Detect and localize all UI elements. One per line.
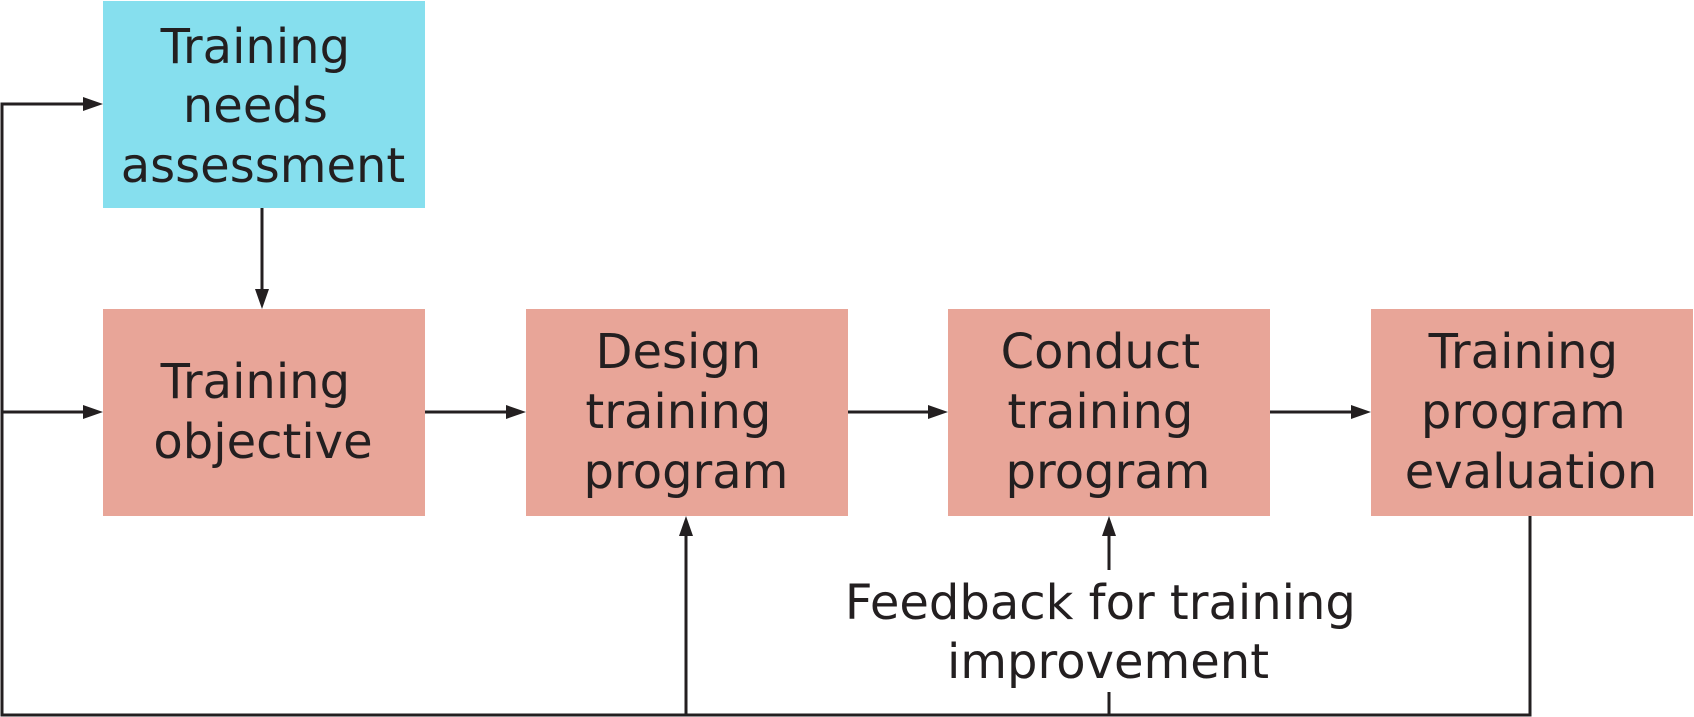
node-design-training-program: Design training program (526, 309, 848, 516)
feedback-label: Feedback for training improvement (845, 575, 1371, 690)
node-training-program-evaluation: Training program evaluation (1371, 309, 1693, 516)
node-training-objective: Training objective (103, 309, 425, 516)
arrow-head-feedback-to-design (679, 516, 693, 536)
arrow-head-conduct-to-evaluation (1351, 405, 1371, 419)
design-line-2: training (585, 384, 771, 440)
design-line-1: Design (596, 324, 762, 380)
node-box-needs-assessment (103, 1, 425, 208)
arrow-head-feedback-to-assessment (83, 97, 103, 111)
arrow-head-label-to-conduct (1102, 516, 1116, 536)
node-conduct-training-program: Conduct training program (948, 309, 1270, 516)
needs-assessment-line-3: assessment (121, 138, 406, 194)
svg-text:Training objective: Training objective (153, 354, 372, 470)
feedback-label-line-1: Feedback for training (845, 575, 1356, 631)
svg-text:Conduct training p: Conduct training program (1001, 324, 1216, 500)
objective-line-1: Training (160, 354, 350, 410)
needs-assessment-line-2: needs (183, 78, 328, 134)
design-line-3: program (584, 444, 789, 500)
node-box-objective (103, 309, 425, 516)
evaluation-line-3: evaluation (1405, 444, 1657, 500)
arrow-head-feedback-to-objective (83, 405, 103, 419)
conduct-line-1: Conduct (1001, 324, 1200, 380)
node-training-needs-assessment: Training needs assessment (103, 1, 425, 208)
feedback-label-line-2: improvement (947, 634, 1269, 690)
svg-text:Training needs ass: Training needs assessment (121, 19, 406, 194)
node-box-evaluation (1371, 309, 1693, 516)
svg-text:Training program e: Training program evaluation (1405, 324, 1657, 500)
arrow-head-objective-to-design (506, 405, 526, 419)
edges (0, 97, 1532, 717)
arrow-head-design-to-conduct (928, 405, 948, 419)
conduct-line-2: training (1007, 384, 1193, 440)
node-box-conduct (948, 309, 1270, 516)
conduct-line-3: program (1006, 444, 1211, 500)
objective-line-2: objective (153, 414, 372, 470)
feedback-loop-path (0, 102, 1532, 717)
arrow-head-assessment-to-objective (255, 289, 269, 309)
evaluation-line-1: Training (1428, 324, 1618, 380)
needs-assessment-line-1: Training (160, 19, 350, 75)
svg-text:Design training pr: Design training program (584, 324, 789, 500)
evaluation-line-2: program (1421, 384, 1626, 440)
node-box-design (526, 309, 848, 516)
